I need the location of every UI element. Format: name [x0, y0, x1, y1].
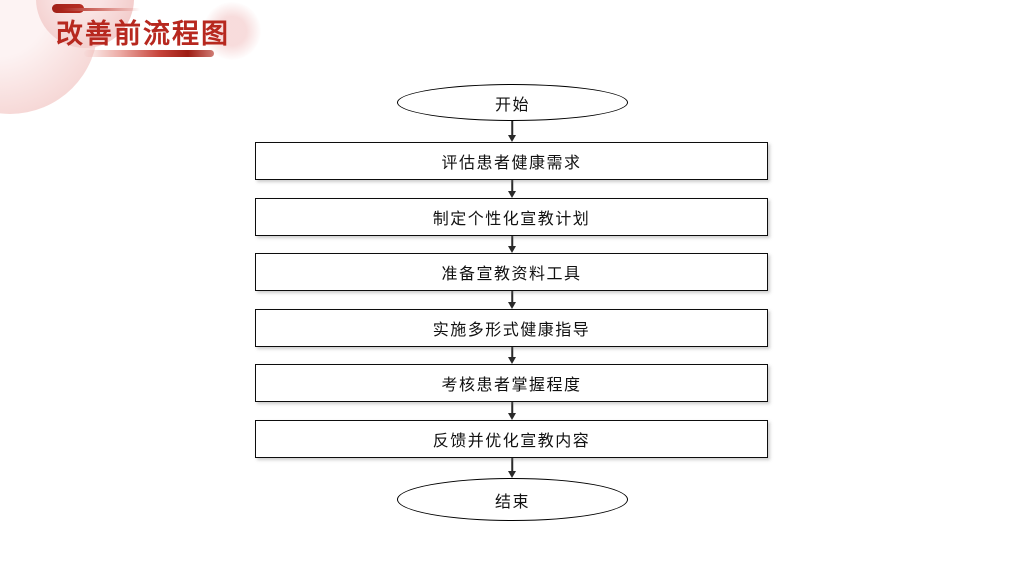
flow-step-5-label: 考核患者掌握程度 — [441, 377, 582, 394]
flow-step-2-label: 制定个性化宣教计划 — [432, 211, 591, 228]
flow-step-4: 实施多形式健康指导 — [255, 309, 768, 347]
arrow-head — [508, 135, 516, 142]
arrow-shaft — [511, 236, 513, 247]
arrow-shaft — [511, 291, 513, 303]
decor-top-line-taper — [62, 8, 140, 11]
flow-step-5: 考核患者掌握程度 — [255, 364, 768, 402]
flow-arrow-down-icon — [504, 180, 520, 198]
flow-step-3: 准备宣教资料工具 — [255, 253, 768, 291]
flow-node-end-label: 结束 — [494, 493, 530, 511]
flow-step-1-label: 评估患者健康需求 — [441, 155, 582, 172]
arrow-head — [508, 357, 516, 364]
flow-arrow-down-icon — [504, 402, 520, 420]
flow-arrow-down-icon — [504, 347, 520, 364]
flow-step-6: 反馈并优化宣教内容 — [255, 420, 768, 458]
flow-step-2: 制定个性化宣教计划 — [255, 198, 768, 236]
arrow-head — [508, 413, 516, 420]
flow-step-3-label: 准备宣教资料工具 — [441, 266, 582, 283]
title-underline — [84, 50, 214, 57]
flow-step-4-label: 实施多形式健康指导 — [432, 322, 591, 339]
arrow-head — [508, 191, 516, 198]
flow-node-start-label: 开始 — [494, 96, 530, 114]
flow-arrow-down-icon — [504, 291, 520, 309]
page-title: 改善前流程图 — [56, 19, 230, 49]
flow-arrow-down-icon — [504, 458, 520, 478]
flow-arrow-down-icon — [504, 236, 520, 253]
flow-step-1: 评估患者健康需求 — [255, 142, 768, 180]
flow-node-end: 结束 — [397, 478, 628, 521]
arrow-shaft — [511, 121, 513, 136]
arrow-head — [508, 246, 516, 253]
flow-step-6-label: 反馈并优化宣教内容 — [432, 433, 591, 450]
flow-arrow-down-icon — [504, 121, 520, 142]
arrow-shaft — [511, 180, 513, 192]
arrow-shaft — [511, 458, 513, 472]
arrow-head — [508, 302, 516, 309]
arrow-shaft — [511, 402, 513, 414]
arrow-head — [508, 471, 516, 478]
flow-node-start: 开始 — [397, 84, 628, 121]
arrow-shaft — [511, 347, 513, 358]
